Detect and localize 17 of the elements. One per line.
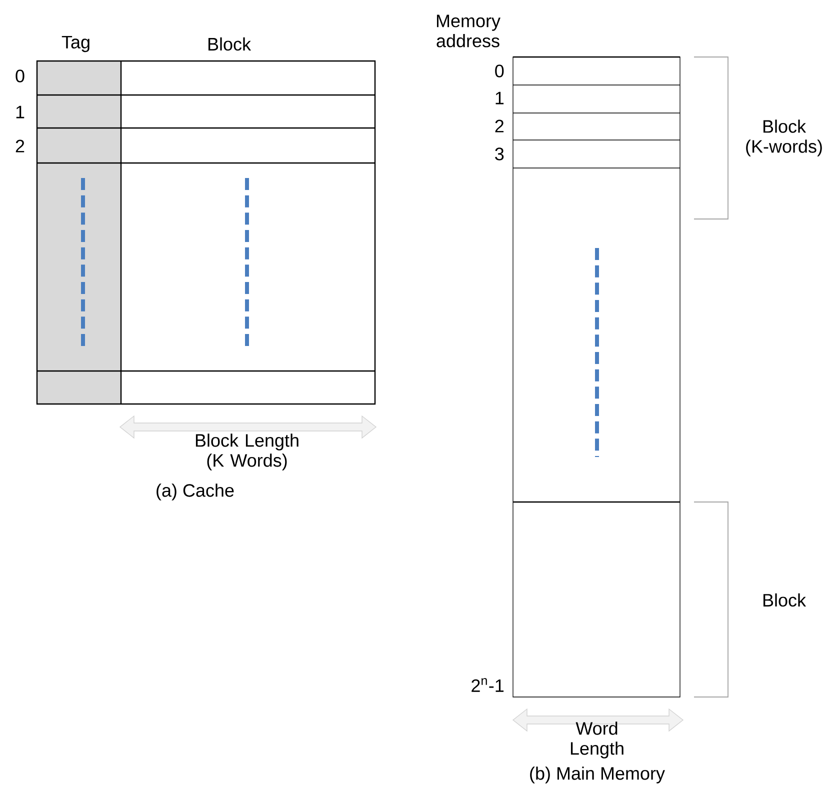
row-number: 2 <box>16 140 24 152</box>
address-number: 2 <box>495 120 504 132</box>
address-number: 1 <box>496 92 504 104</box>
subcaption: (b) Main Memory <box>530 766 665 784</box>
address-number: 0 <box>495 64 504 78</box>
bracket-label: Block <box>763 593 806 607</box>
axis-title: Memory address <box>436 14 500 48</box>
dimension-label: Word Length <box>570 722 624 758</box>
column-header: Block <box>208 37 252 51</box>
row-number: 0 <box>16 70 24 82</box>
subcaption: (a) Cache <box>156 484 234 500</box>
dimension-label: Block Length (K Words) <box>196 434 298 470</box>
column-header: Tag <box>62 36 90 52</box>
bracket-label: Block (K-words) <box>746 120 822 156</box>
row-number: 1 <box>16 106 24 118</box>
address-number: 3 <box>495 148 504 160</box>
address-number: 2$^{n}$-1 <box>472 678 504 692</box>
